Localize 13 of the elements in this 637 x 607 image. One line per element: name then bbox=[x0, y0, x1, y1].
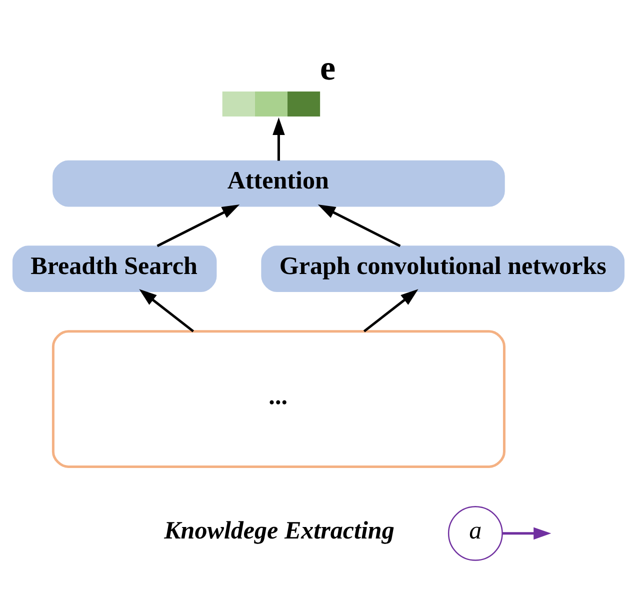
arrow bbox=[139, 289, 194, 332]
node-circle: a bbox=[448, 506, 503, 561]
arrow bbox=[502, 527, 552, 540]
arrow bbox=[156, 204, 240, 248]
node-box: Attention bbox=[52, 160, 505, 207]
arrow bbox=[318, 204, 401, 248]
node-label: e bbox=[320, 48, 336, 88]
node-box: Breadth Search bbox=[12, 246, 217, 292]
node-label: Knowldege Extracting bbox=[164, 517, 394, 544]
node-box: Graph convolutional networks bbox=[261, 246, 625, 292]
node-box: ... bbox=[52, 330, 506, 468]
arrow bbox=[272, 117, 285, 161]
arrow bbox=[363, 289, 418, 332]
